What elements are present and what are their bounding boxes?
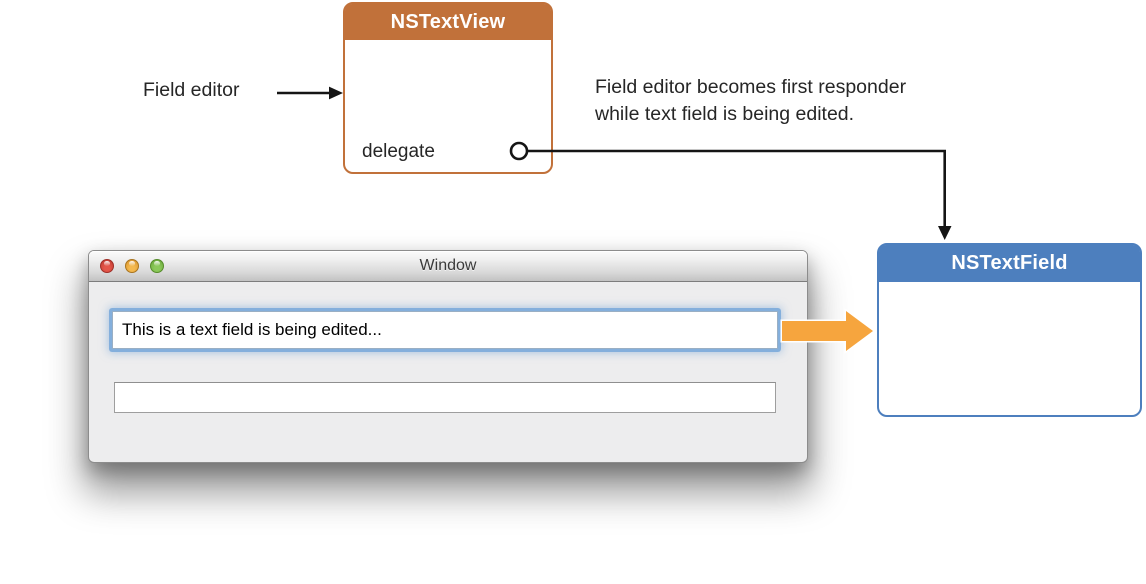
annotation-line-2: while text field is being edited.: [595, 103, 855, 125]
minimize-button[interactable]: [125, 259, 139, 273]
nstextview-title: NSTextView: [390, 10, 506, 33]
traffic-lights: [100, 259, 164, 273]
close-button[interactable]: [100, 259, 114, 273]
nstextview-header: NSTextView: [345, 4, 551, 42]
field-editor-label: Field editor: [143, 79, 240, 101]
mac-window: Window: [88, 250, 808, 463]
nstextfield-class-box: NSTextField: [877, 243, 1142, 417]
nstextview-class-box: NSTextView delegate: [343, 2, 553, 174]
delegate-connector-arrowhead-icon: [938, 226, 952, 240]
annotation-text: Field editor becomes first responder whi…: [595, 74, 906, 128]
delegate-connector-line: [528, 149, 946, 227]
zoom-button[interactable]: [150, 259, 164, 273]
window-titlebar[interactable]: Window: [89, 251, 807, 282]
window-title: Window: [419, 257, 477, 274]
annotation-line-1: Field editor becomes first responder: [595, 76, 907, 98]
empty-text-field[interactable]: [114, 382, 776, 413]
edited-text-field[interactable]: [112, 311, 778, 349]
nstextfield-header: NSTextField: [879, 245, 1140, 282]
delegate-port-label: delegate: [362, 141, 435, 162]
field-editor-arrowhead-icon: [329, 86, 343, 100]
nstextfield-title: NSTextField: [951, 252, 1068, 274]
